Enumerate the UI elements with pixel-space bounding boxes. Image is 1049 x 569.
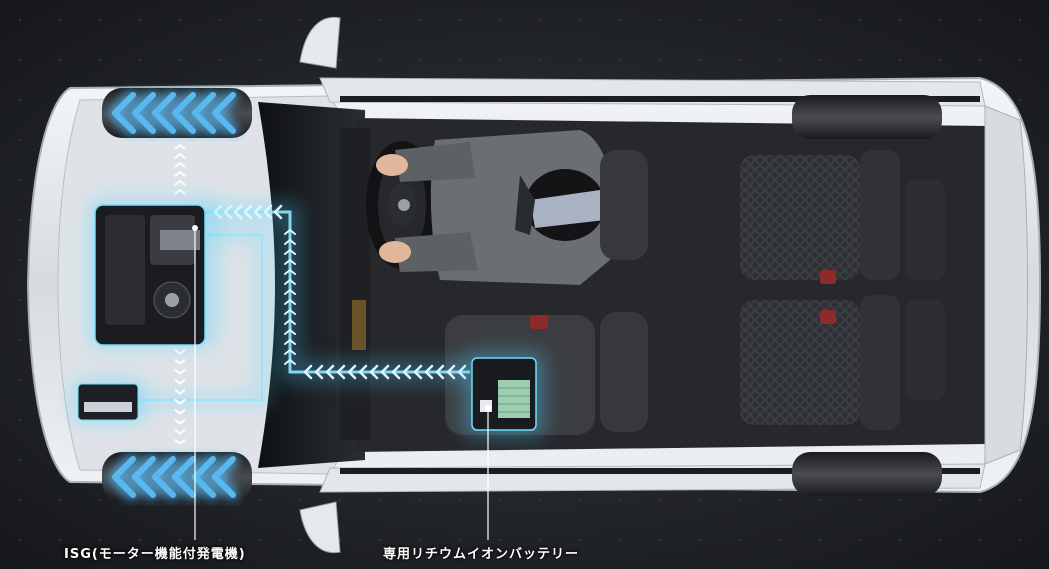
chevron-left-icon [233,204,243,220]
chevron-up-icon [284,238,296,245]
chevron-down-icon [174,439,186,445]
chevron-left-icon [132,92,156,134]
chevron-left-icon [446,364,456,380]
chevron-up-icon [284,278,296,285]
energy-flow-path [110,140,470,460]
chevron-left-icon [152,456,176,498]
chevron-up-icon [174,188,186,195]
lead-battery [72,378,144,424]
chevron-left-icon [212,92,236,134]
chevron-left-icon [243,204,253,220]
chevron-left-icon [358,364,368,380]
chevron-down-icon [174,369,186,375]
chevron-up-icon [174,152,186,159]
chevron-left-icon [435,364,445,380]
chevron-up-icon [284,318,296,325]
chevron-left-icon [303,364,313,380]
chevron-left-icon [380,364,390,380]
lithium-ion-battery [464,352,544,436]
chevron-left-icon [413,364,423,380]
rear-tire-top [792,95,942,139]
chevron-left-icon [172,456,196,498]
side-mirror-top [299,16,341,69]
chevron-down-icon [174,429,186,435]
rear-tire-bottom [792,452,942,496]
dashboard [340,128,370,440]
isg-label: ISG(モーター機能付発電機) [64,547,246,562]
chevron-up-icon [284,228,296,235]
chevron-up-icon [284,298,296,305]
chevron-left-icon [223,204,233,220]
isg-engine [88,198,218,348]
chevron-down-icon [174,419,186,425]
vertical-flow-arrows [174,143,296,445]
chevron-down-icon [174,389,186,395]
energy-flow-arrows [213,204,467,380]
chevron-left-icon [336,364,346,380]
chevron-left-icon [263,204,273,220]
chevron-left-icon [212,456,236,498]
chevron-left-icon [314,364,324,380]
chevron-up-icon [284,248,296,255]
battery-label: 専用リチウムイオンバッテリー [383,547,580,562]
chevron-left-icon [424,364,434,380]
chevron-left-icon [347,364,357,380]
chevron-up-icon [284,338,296,345]
chevron-left-icon [391,364,401,380]
chevron-left-icon [132,456,156,498]
chevron-left-icon [112,92,136,134]
chevron-up-icon [174,179,186,186]
chevron-up-icon [284,348,296,355]
chevron-left-icon [192,92,216,134]
chevron-left-icon [325,364,335,380]
side-mirror-bottom [299,501,341,554]
chevron-down-icon [174,359,186,365]
chevron-up-icon [284,258,296,265]
chevron-left-icon [457,364,467,380]
chevron-up-icon [284,328,296,335]
chevron-up-icon [284,268,296,275]
chevron-up-icon [284,358,296,365]
rear-seats [740,150,945,430]
chevron-left-icon [253,204,263,220]
drive-arrows-top [112,92,236,134]
chevron-down-icon [174,349,186,355]
chevron-up-icon [174,170,186,177]
chevron-left-icon [112,456,136,498]
chevron-left-icon [402,364,412,380]
chevron-left-icon [369,364,379,380]
chevron-up-icon [284,308,296,315]
chevron-up-icon [174,143,186,150]
chevron-down-icon [174,409,186,415]
chevron-down-icon [174,379,186,385]
chevron-up-icon [174,161,186,168]
driver [376,130,614,285]
chevron-left-icon [172,92,196,134]
chevron-left-icon [152,92,176,134]
chevron-up-icon [284,288,296,295]
chevron-down-icon [174,399,186,405]
chevron-left-icon [273,204,283,220]
